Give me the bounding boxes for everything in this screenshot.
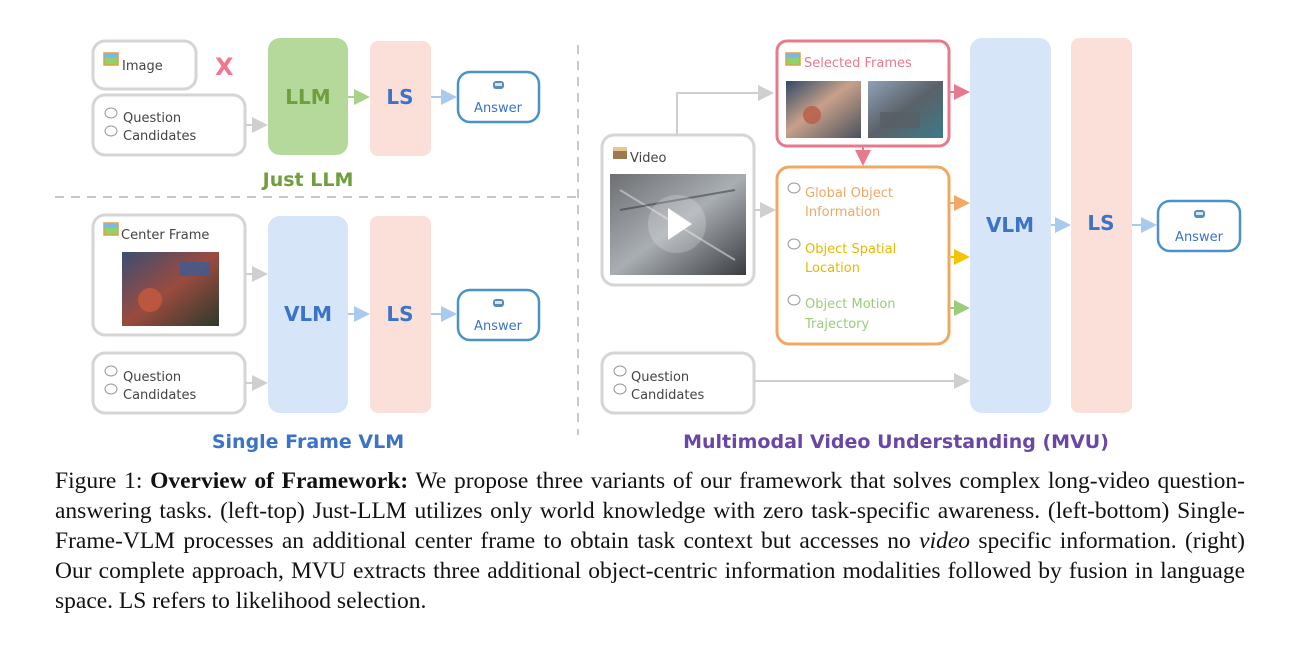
candidates-label: Candidates: [123, 388, 196, 403]
candidates-label: Candidates: [123, 129, 196, 144]
speech-bubble-icon: [787, 294, 801, 306]
arrow-video-to-selected: [676, 85, 774, 135]
question-box: [600, 351, 756, 415]
panel-just-llm: Image X Question Candidates LLM LS Answe…: [91, 38, 541, 191]
answer-label: Answer: [1175, 230, 1224, 245]
speech-bubble-icon: [104, 365, 118, 395]
ls-block: [370, 216, 431, 413]
candidates-label: Candidates: [631, 388, 704, 403]
vlm-label: VLM: [986, 213, 1034, 237]
play-icon[interactable]: [648, 195, 706, 253]
panel-single-frame-vlm: Center Frame Question Candidates VLM LS …: [91, 213, 541, 453]
ls-label: LS: [386, 302, 413, 326]
video-label: Video: [630, 151, 666, 166]
object-info-box: [775, 165, 951, 346]
vlm-block: [970, 38, 1051, 413]
robot-icon: [493, 299, 504, 307]
answer-box: [1156, 199, 1242, 253]
vlm-label: VLM: [284, 302, 332, 326]
answer-box: [456, 70, 541, 124]
answer-label: Answer: [474, 101, 523, 116]
caption-text-2: specific information. (right) Our comple…: [55, 528, 1245, 614]
just-llm-title: Just LLM: [261, 169, 354, 191]
caption-bold-title: Overview of Framework:: [150, 468, 409, 494]
spatial-location-line2: Location: [805, 261, 860, 276]
image-label: Image: [122, 59, 163, 74]
panel-mvu: Video Selected Frames Global Object Info…: [600, 38, 1242, 453]
selected-frame-2: [868, 81, 943, 138]
motion-trajectory-line1: Object Motion: [805, 297, 896, 312]
selected-frames-label: Selected Frames: [804, 56, 912, 71]
question-label: Question: [123, 111, 181, 126]
caption-italic: video: [919, 528, 971, 554]
caption-label: Figure 1:: [55, 468, 151, 494]
image-icon: [785, 52, 801, 66]
question-label: Question: [123, 370, 181, 385]
motion-trajectory-line2: Trajectory: [804, 317, 869, 332]
framework-diagram: Image X Question Candidates LLM LS Answe…: [55, 38, 1242, 453]
ls-block: [370, 41, 431, 156]
image-icon: [103, 52, 119, 66]
selected-frame-1: [786, 81, 861, 138]
ls-block: [1071, 38, 1132, 413]
spatial-location-line1: Object Spatial: [805, 242, 896, 257]
speech-bubble-icon: [787, 238, 801, 250]
ls-label: LS: [386, 85, 413, 109]
robot-icon: [1194, 210, 1205, 218]
vlm-block: [268, 216, 348, 413]
figure-caption: Figure 1: Overview of Framework: We prop…: [55, 466, 1245, 616]
single-frame-vlm-title: Single Frame VLM: [212, 431, 404, 453]
speech-bubble-icon: [613, 365, 627, 395]
mvu-title: Multimodal Video Understanding (MVU): [683, 431, 1109, 453]
global-object-line2: Information: [805, 205, 880, 220]
question-label: Question: [631, 370, 689, 385]
speech-bubble-icon: [104, 107, 118, 137]
ls-label: LS: [1087, 211, 1114, 235]
answer-label: Answer: [474, 319, 523, 334]
global-object-line1: Global Object: [805, 186, 893, 201]
video-icon: [613, 147, 627, 159]
llm-block: [268, 38, 348, 155]
reject-mark: X: [215, 53, 234, 81]
llm-label: LLM: [285, 85, 330, 109]
speech-bubble-icon: [787, 182, 801, 194]
robot-icon: [493, 81, 504, 89]
answer-box: [456, 288, 541, 342]
caption-text-1: We propose three variants of our framewo…: [55, 468, 1246, 554]
image-icon: [103, 222, 119, 236]
center-frame-label: Center Frame: [121, 228, 209, 243]
